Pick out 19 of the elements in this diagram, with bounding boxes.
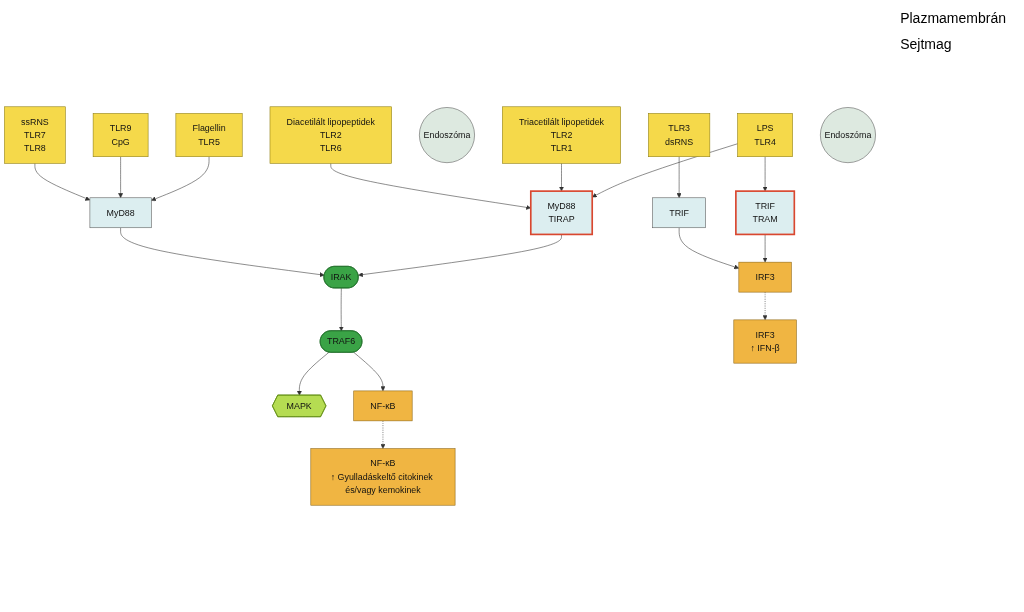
node-box: Diacetilált lipopeptidek TLR2 TLR6 [269,106,392,164]
node-box: IRF3 [738,261,792,293]
node-box: TLR9 CpG [92,113,149,157]
node-box: TRIF TRAM [735,190,796,236]
node-circle: Endoszóma [820,107,876,163]
region-label: Sejtmag [899,35,953,54]
node-box: TLR3 dsRNS [648,113,711,157]
node-box: IRF3 ↑ IFN-β [733,319,797,364]
node-box: NF-κB [353,390,413,422]
node-box: LPS TLR4 [737,113,793,157]
node-box: Flagellin TLR5 [175,113,243,157]
region-label: Plazmamembrán [899,9,1007,28]
node-box: MyD88 [89,197,152,229]
node-circle: Endoszóma [419,107,475,163]
node-box: NF-κB ↑ Gyulladáskeltő citokinek és/vagy kemokinek [310,448,456,506]
node-box: Triacetilált lipopetidek TLR2 TLR1 [502,106,621,164]
node-box: TRIF [652,197,706,229]
node-box: ssRNS TLR7 TLR8 [4,106,66,164]
node-box: MyD88 TIRAP [529,190,594,236]
